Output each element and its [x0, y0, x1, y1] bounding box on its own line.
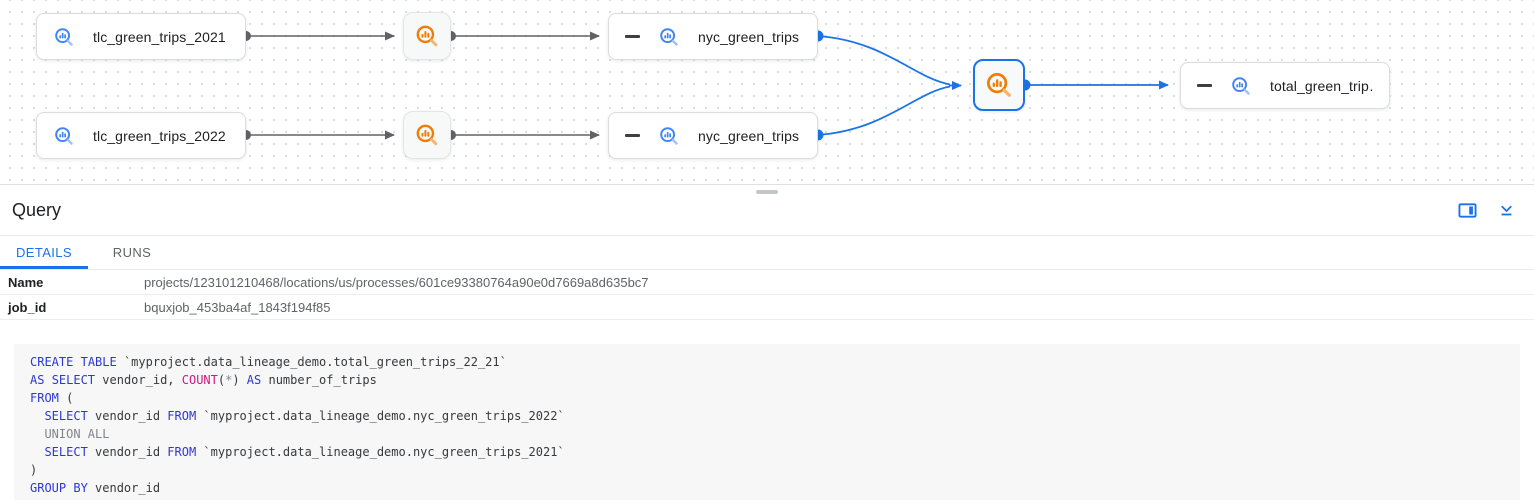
- bigquery-table-icon: [53, 26, 75, 48]
- field-label: job_id: [8, 299, 47, 315]
- panel-title: Query: [12, 199, 62, 220]
- node-tlc-green-trips-2022[interactable]: tlc_green_trips_2022: [36, 112, 246, 159]
- collapse-upstream-icon[interactable]: [625, 134, 640, 137]
- collapse-downstream-icon[interactable]: [1197, 84, 1212, 87]
- collapse-panel-icon[interactable]: [1497, 201, 1516, 220]
- field-label: Name: [8, 274, 44, 290]
- panel-tabs: DETAILS RUNS: [0, 236, 1534, 270]
- bigquery-table-icon: [658, 26, 680, 48]
- query-process-icon: [414, 23, 440, 49]
- field-value: bquxjob_453ba4af_1843f194f85: [144, 299, 331, 315]
- tab-runs[interactable]: RUNS: [112, 245, 152, 260]
- node-label: nyc_green_trips…: [698, 28, 801, 45]
- sql-query-code: CREATE TABLE `myproject.data_lineage_dem…: [14, 344, 1520, 500]
- node-nyc-green-trips-2021[interactable]: nyc_green_trips…: [608, 13, 818, 60]
- query-process-icon: [984, 70, 1014, 100]
- process-node-query-selected[interactable]: [973, 59, 1025, 111]
- process-node-query-2022[interactable]: [403, 111, 451, 159]
- open-in-side-panel-icon[interactable]: [1458, 201, 1477, 220]
- bigquery-table-icon: [658, 125, 680, 147]
- field-row-job-id: job_id bquxjob_453ba4af_1843f194f85: [0, 295, 1534, 320]
- node-label: tlc_green_trips_2022: [93, 127, 226, 144]
- field-row-name: Name projects/123101210468/locations/us/…: [0, 270, 1534, 295]
- node-label: tlc_green_trips_2021: [93, 28, 226, 45]
- field-value: projects/123101210468/locations/us/proce…: [144, 274, 649, 290]
- collapse-upstream-icon[interactable]: [625, 35, 640, 38]
- node-nyc-green-trips-2022[interactable]: nyc_green_trips…: [608, 112, 818, 159]
- node-label: nyc_green_trips…: [698, 127, 801, 144]
- node-label: total_green_trip…: [1270, 77, 1373, 94]
- panel-resize-handle[interactable]: [756, 190, 778, 194]
- tab-details[interactable]: DETAILS: [0, 236, 88, 269]
- node-tlc-green-trips-2021[interactable]: tlc_green_trips_2021: [36, 13, 246, 60]
- node-total-green-trips[interactable]: total_green_trip…: [1180, 62, 1390, 109]
- process-node-query-2021[interactable]: [403, 12, 451, 60]
- bigquery-table-icon: [53, 125, 75, 147]
- bigquery-table-icon: [1230, 75, 1252, 97]
- lineage-graph-canvas[interactable]: tlc_green_trips_2021 tlc_green_trips_202…: [0, 0, 1534, 185]
- panel-header: Query: [0, 185, 1534, 236]
- details-panel: Query DETAILS RUNS Name projects/1231012…: [0, 185, 1534, 502]
- query-process-icon: [414, 122, 440, 148]
